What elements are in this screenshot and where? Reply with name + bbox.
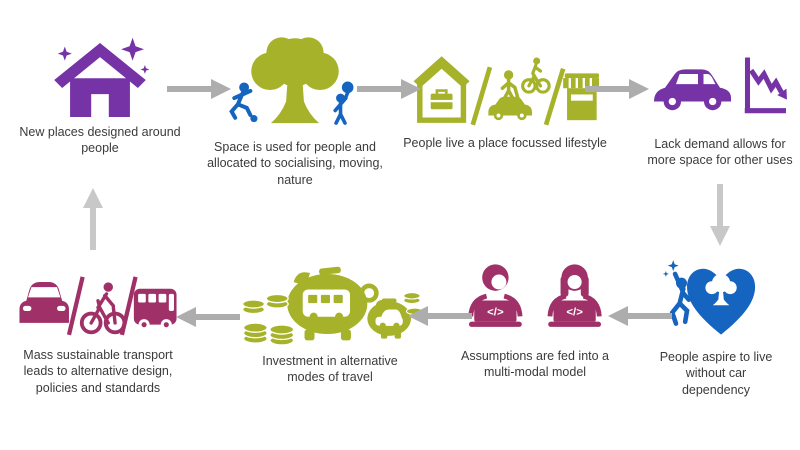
analysts-laptops-code-icon: </> </> [460, 260, 610, 341]
heart-tree-person-icon [663, 250, 769, 342]
code-label: </> [487, 306, 504, 318]
step-mass-transport: Mass sustainable transport leads to alte… [6, 270, 190, 396]
code-label: </> [566, 306, 583, 318]
step-caption: Lack demand allows for more space for ot… [647, 137, 793, 168]
step-caption: Mass sustainable transport leads to alte… [23, 348, 173, 395]
step-investment: Investment in alternative modes of trave… [234, 262, 426, 386]
arrow-left-icon [176, 307, 240, 327]
step-caption: People live a place focussed lifestyle [403, 136, 607, 150]
step-caption: Space is used for people and allocated t… [207, 140, 383, 187]
arrow-up-icon [83, 188, 103, 250]
sparkle-house-icon [47, 36, 153, 117]
step-new-places: New places designed around people [8, 36, 192, 157]
step-caption: Investment in alternative modes of trave… [262, 354, 398, 385]
step-caption: People aspire to live without car depend… [659, 350, 773, 397]
arrow-left-icon [608, 306, 672, 326]
step-place-lifestyle: People live a place focussed lifestyle [383, 50, 627, 151]
step-caption: New places designed around people [19, 125, 181, 156]
arrow-right-icon [167, 79, 231, 99]
home-walk-cycle-shop-icon [412, 50, 599, 128]
step-aspire-car-free: People aspire to live without car depend… [634, 250, 798, 398]
arrow-left-icon [408, 306, 472, 326]
step-model-assumptions: </> </> Assumptions are fed into a multi… [447, 260, 623, 381]
step-caption: Assumptions are fed into a multi-modal m… [461, 349, 609, 380]
tree-with-people-icon [219, 32, 371, 132]
arrow-right-icon [585, 79, 649, 99]
step-lack-demand: Lack demand allows for more space for ot… [632, 52, 800, 169]
step-space-for-people: Space is used for people and allocated t… [193, 32, 397, 188]
car-declining-chart-icon [650, 52, 790, 129]
arrow-right-icon [357, 79, 421, 99]
arrow-down-icon [710, 184, 730, 246]
piggy-bank-transport-icon [239, 262, 421, 346]
car-bike-bus-icon [16, 270, 180, 340]
